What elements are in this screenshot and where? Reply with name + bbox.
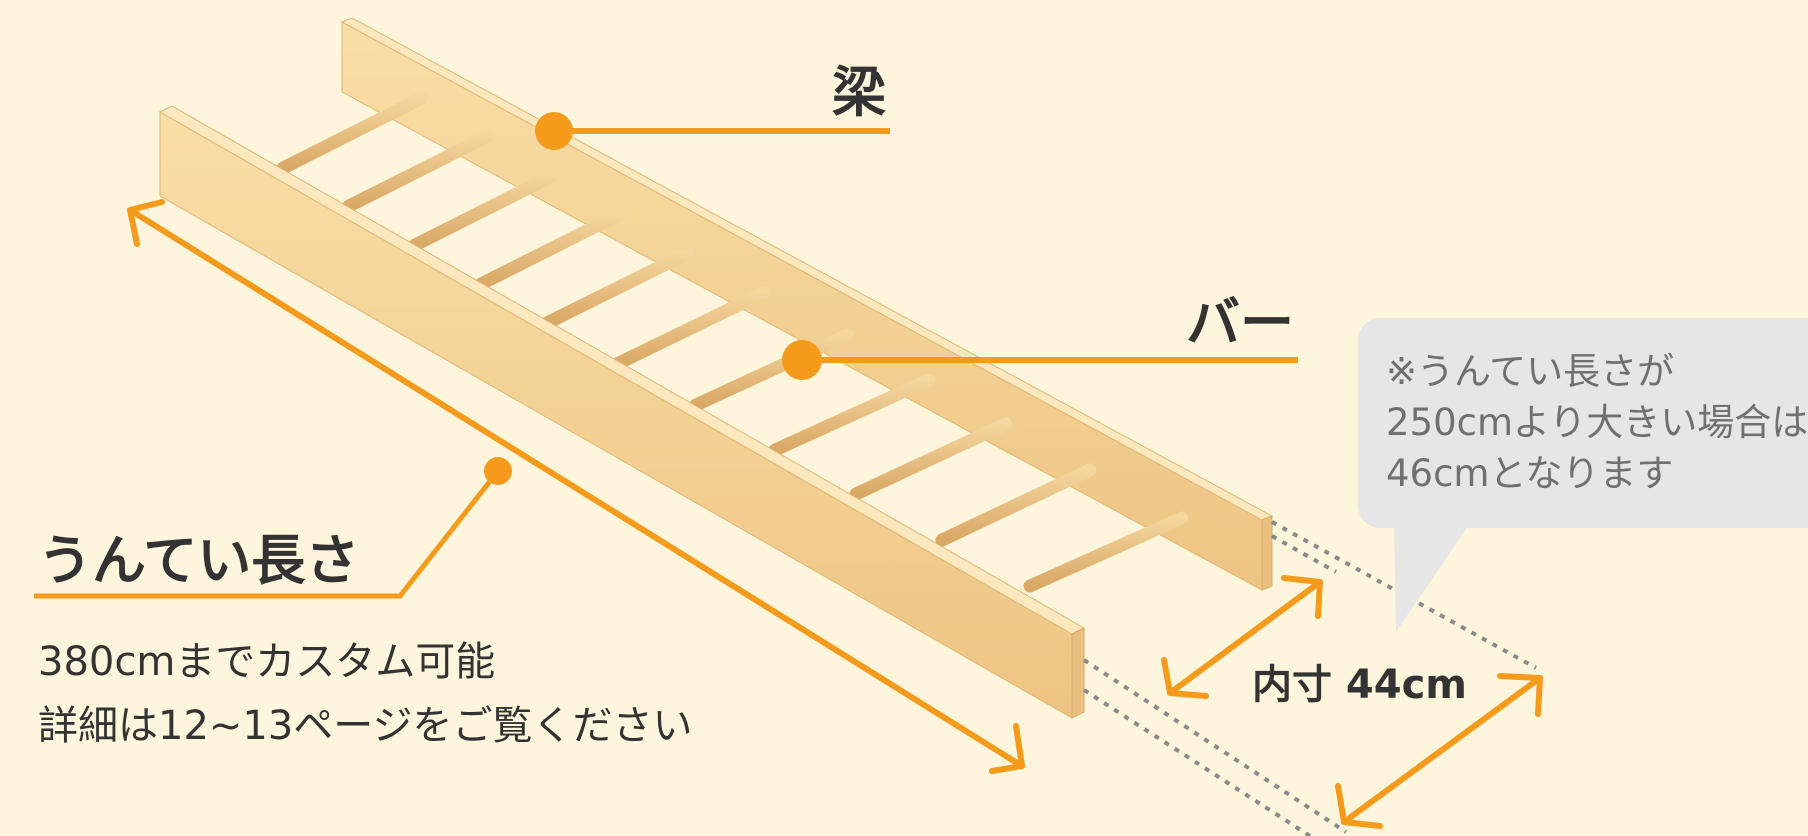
length-callout: [34, 457, 512, 599]
note-line: 250cmより大きい場合は: [1386, 401, 1808, 444]
custom-line: 380cmまでカスタム可能: [38, 639, 496, 685]
outer-width-arrow: [1335, 673, 1543, 829]
dimension-guides: [1082, 520, 1537, 836]
front-beam: [158, 105, 1086, 719]
note-bubble: ※うんてい長さが 250cmより大きい場合は 46cmとなります: [1358, 318, 1808, 528]
back-beam: [340, 17, 1274, 591]
inner-width-arrow: [1161, 575, 1323, 699]
bar-label: バー: [1186, 291, 1294, 354]
beam-label: 梁: [832, 61, 886, 124]
beam-callout-dot: [535, 112, 573, 150]
note-line: ※うんてい長さが: [1386, 350, 1675, 393]
custom-length-text: 380cmまでカスタム可能 詳細は12~13ページをご覧ください: [38, 630, 693, 758]
custom-line: 詳細は12~13ページをご覧ください: [38, 703, 693, 749]
note-text: ※うんてい長さが 250cmより大きい場合は 46cmとなります: [1386, 346, 1808, 499]
inner-size-label: 内寸 44cm: [1252, 662, 1467, 708]
note-line: 46cmとなります: [1386, 452, 1674, 495]
length-label: うんてい長さ: [38, 529, 360, 592]
length-arrow: [127, 199, 1025, 774]
bar-callout: [782, 340, 1298, 380]
rungs: [276, 91, 1189, 593]
note-pointer: [1394, 526, 1468, 632]
